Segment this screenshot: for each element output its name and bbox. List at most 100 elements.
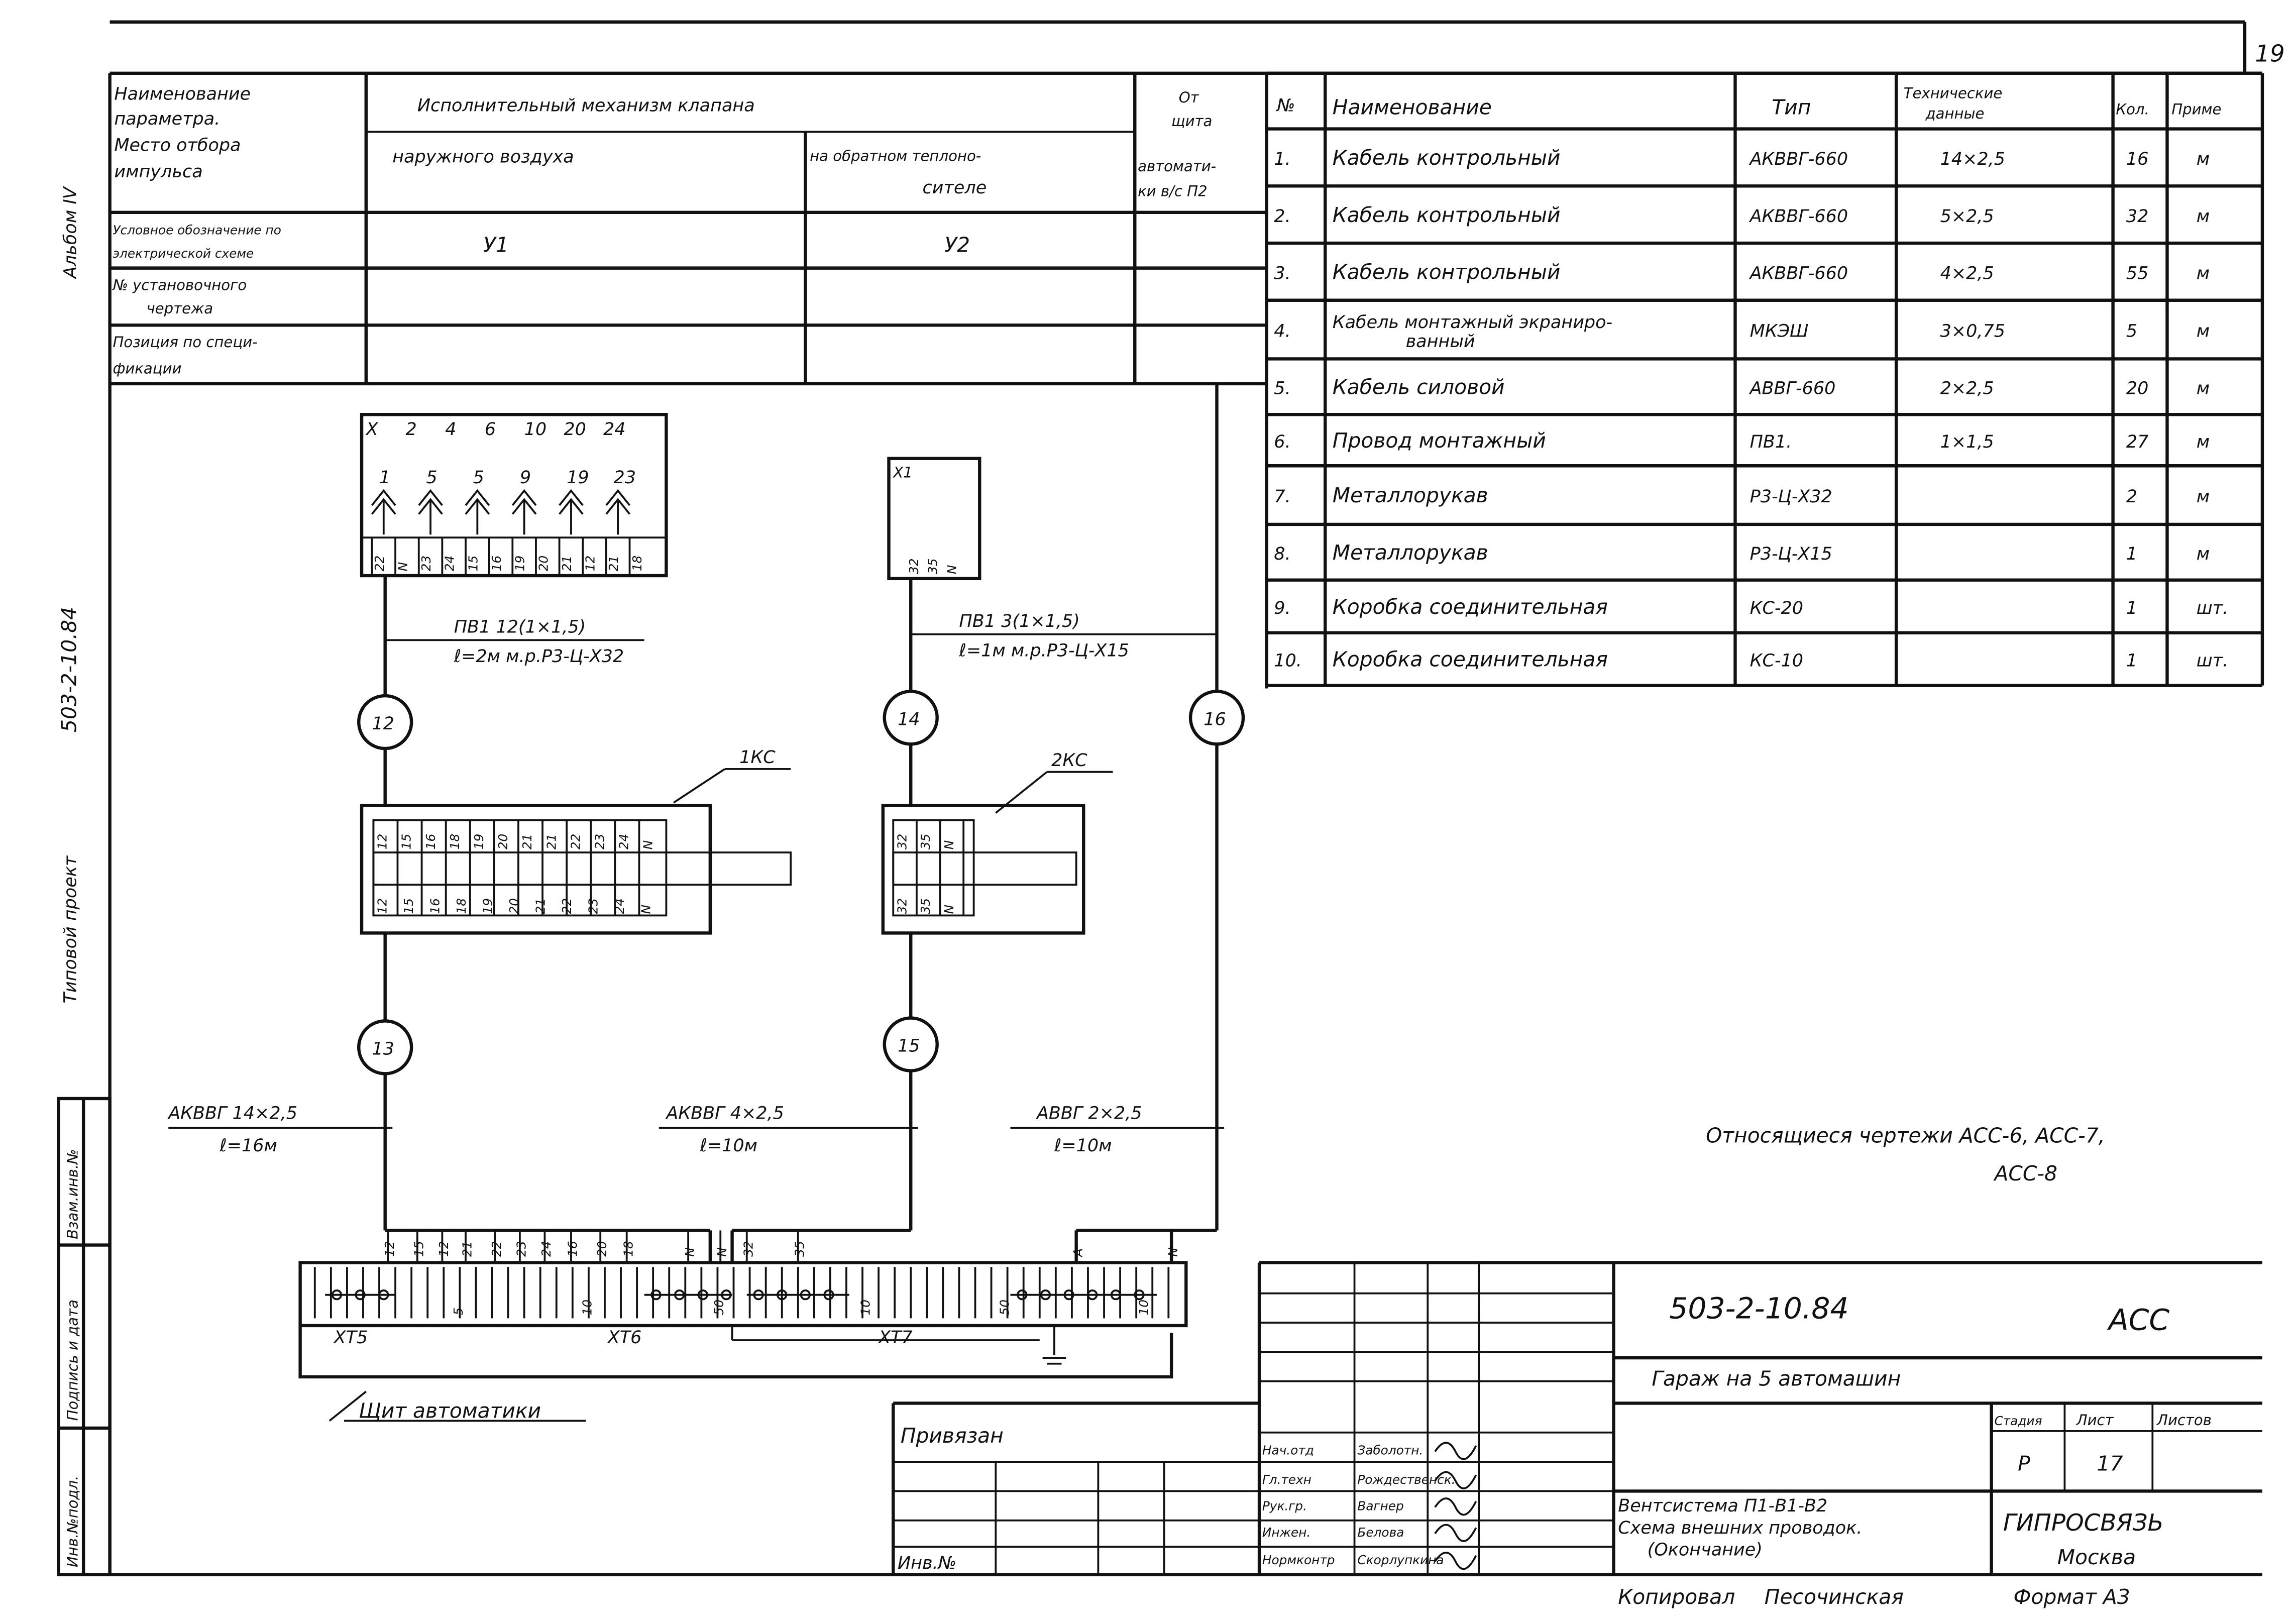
row-num: 3. — [1274, 263, 1290, 283]
inv-label: Инв.№ — [898, 1553, 956, 1573]
row-unit: м — [2197, 378, 2210, 398]
row-num: 5. — [1274, 378, 1290, 398]
stamp-sign-date: Подпись и дата — [64, 1300, 81, 1421]
row-num: 1. — [1274, 149, 1290, 169]
row-num: 8. — [1274, 544, 1290, 564]
wire2-length: ℓ=1м м.р.Р3-Ц-Х15 — [958, 640, 1129, 661]
row-type: АКВВГ-660 — [1749, 263, 1848, 283]
strip-mark: 10 — [858, 1300, 873, 1316]
jumper-node — [823, 1289, 834, 1301]
box1-bottom-terminal: 23 — [586, 898, 600, 914]
role-label: Гл.техн — [1262, 1472, 1311, 1487]
jumper-node — [800, 1289, 811, 1301]
col-return-line: на обратном теплоно- — [810, 148, 981, 165]
row-name: Металлорукав — [1333, 483, 1488, 507]
person-name: Скорлупкина — [1357, 1553, 1444, 1567]
row-qty: 32 — [2126, 206, 2148, 227]
jumper-node — [1063, 1289, 1074, 1301]
strip-wire-label: 20 — [595, 1241, 609, 1257]
row-qty: 55 — [2126, 263, 2148, 283]
signature-icon — [1434, 1552, 1477, 1570]
x1-terminal: 35 — [926, 559, 940, 575]
row-name: Металлорукав — [1333, 541, 1488, 565]
jumper-node — [1017, 1289, 1028, 1301]
jumper-node — [1110, 1289, 1122, 1301]
sheet-value: 17 — [2097, 1452, 2123, 1476]
x-top-label: 6 — [485, 419, 496, 440]
parameter-table: Наименование параметра. Место отбора имп… — [110, 73, 1268, 689]
row-unit: м — [2197, 432, 2210, 452]
side-labels: Альбом IV 503-2-10.84 Типовой проект — [57, 186, 81, 1003]
box1-bottom-terminal: 20 — [507, 898, 521, 914]
cable1-length: ℓ=16м — [219, 1136, 277, 1156]
box2-bottom-terminal: N — [942, 905, 956, 914]
wire2-spec: ПВ1 3(1×1,5) — [959, 611, 1079, 631]
box1-top-terminal: N — [641, 840, 655, 850]
terminal-xt6: ХТ6 — [607, 1328, 642, 1348]
jumper-node — [1040, 1289, 1051, 1301]
row-num: 4. — [1274, 321, 1290, 342]
strip-wire-label: 12 — [436, 1241, 451, 1257]
footer-format: Формат А3 — [2013, 1585, 2130, 1609]
box1-bottom-terminal: 21 — [533, 898, 548, 914]
x-mid-label: 23 — [613, 468, 635, 488]
cable1-spec: АКВВГ 14×2,5 — [167, 1104, 297, 1124]
param-header-line: параметра. — [114, 109, 220, 129]
svg-text:15: 15 — [898, 1036, 920, 1056]
param-header-line: импульса — [114, 162, 202, 182]
x-top-label: 2 — [406, 419, 417, 440]
box1-top-terminal: 22 — [568, 834, 583, 850]
x-mid-label: 1 — [379, 468, 390, 488]
box1-top-terminal: 21 — [544, 834, 559, 850]
strip-mark: 10 — [580, 1300, 595, 1316]
junction-box-2ks — [881, 804, 1085, 935]
strip-wire-label: 22 — [489, 1241, 504, 1257]
sheet-header: Лист — [2076, 1412, 2114, 1429]
stamp-replace-inv: Взам.инв.№ — [64, 1149, 81, 1239]
row-qty: 2 — [2126, 487, 2137, 507]
box1-bottom-terminal: 15 — [401, 898, 416, 914]
row-num: 9. — [1274, 598, 1290, 618]
contact-arrow-icon — [605, 489, 631, 506]
box2-bottom-terminal: 35 — [918, 898, 933, 914]
x-terminal-label: 22 — [372, 556, 387, 572]
jumper-node — [674, 1289, 685, 1301]
related-drawings-note-cont: АСС-8 — [1993, 1161, 2057, 1185]
cable-marker: 16 — [1188, 690, 1245, 746]
row-symbol-label: Условное обозначение по — [113, 223, 281, 238]
box1-top-terminal: 16 — [423, 834, 438, 850]
col-panel-line: От — [1179, 89, 1199, 106]
strip-wire-label: 24 — [539, 1241, 554, 1257]
header-tech: данные — [1925, 105, 1984, 122]
signature-icon — [1434, 1497, 1477, 1516]
strip-mark: 10 — [1137, 1300, 1151, 1316]
row-name: Коробка соединительная — [1333, 595, 1608, 619]
row-unit: м — [2197, 321, 2210, 342]
album-label: Альбом IV — [61, 186, 81, 279]
attached-label: Привязан — [901, 1424, 1004, 1448]
col-panel-line: ки в/с П2 — [1138, 183, 1208, 200]
row-type: КС-20 — [1750, 598, 1803, 618]
row-num: 10. — [1274, 651, 1302, 671]
box2-top-terminal: 35 — [918, 834, 933, 850]
person-name: Белова — [1357, 1525, 1404, 1540]
terminal-xt5: ХТ5 — [333, 1328, 368, 1348]
cable2-length: ℓ=10м — [699, 1136, 757, 1156]
box1-bottom-terminal: 12 — [375, 898, 390, 914]
box1-top-terminal: 24 — [617, 834, 631, 850]
col-outdoor-air: наружного воздуха — [392, 147, 574, 167]
box1-bottom-terminal: N — [638, 905, 653, 914]
x-top-label: 4 — [445, 419, 456, 440]
city: Москва — [2057, 1545, 2136, 1569]
x-terminal-label: 18 — [630, 556, 644, 572]
row-qty: 1 — [2126, 598, 2137, 618]
strip-wire-label: 21 — [460, 1241, 475, 1257]
stage-value: Р — [2018, 1452, 2030, 1476]
jumper-node — [355, 1289, 366, 1301]
row-unit: шт. — [2197, 598, 2228, 618]
row-tech: 5×2,5 — [1940, 206, 1994, 227]
row-qty: 27 — [2126, 432, 2148, 452]
row-type: АВВГ-660 — [1749, 378, 1836, 398]
box1-top-terminal: 23 — [593, 834, 607, 850]
x-mid-label: 5 — [473, 468, 484, 488]
